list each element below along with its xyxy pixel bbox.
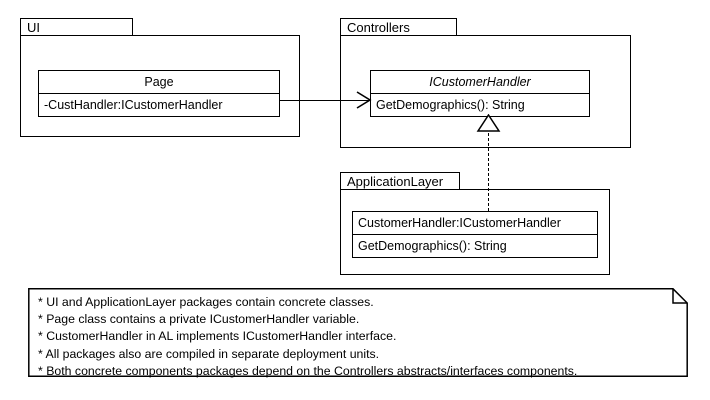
diagram-note: * UI and ApplicationLayer packages conta…: [28, 288, 688, 380]
class-customerhandler[interactable]: CustomerHandler:ICustomerHandler GetDemo…: [352, 211, 598, 258]
package-applicationlayer-tab: ApplicationLayer: [340, 172, 460, 190]
class-page-attribute: -CustHandler:ICustomerHandler: [44, 98, 223, 112]
note-text: * UI and ApplicationLayer packages conta…: [38, 294, 676, 380]
connector-realization-line: [488, 128, 489, 211]
class-customerhandler-name: CustomerHandler:ICustomerHandler: [353, 212, 597, 235]
hollow-triangle-icon: [476, 114, 501, 132]
class-page-name: Page: [39, 71, 279, 94]
note-line-4: * All packages also are compiled in sepa…: [38, 346, 380, 361]
class-icustomerhandler[interactable]: ICustomerHandler GetDemographics(): Stri…: [370, 70, 590, 117]
package-applicationlayer-label: ApplicationLayer: [347, 173, 444, 189]
note-shape: [28, 288, 688, 377]
class-customerhandler-operation: GetDemographics(): String: [358, 239, 507, 253]
package-ui-label: UI: [27, 19, 40, 35]
package-controllers-label: Controllers: [347, 19, 410, 35]
package-controllers-tab: Controllers: [340, 18, 457, 36]
class-icustomerhandler-name: ICustomerHandler: [371, 71, 589, 94]
note-line-5: * Both concrete components packages depe…: [38, 363, 578, 378]
connector-association-line: [280, 100, 370, 101]
class-icustomerhandler-operation: GetDemographics(): String: [376, 98, 525, 112]
open-arrow-icon: [356, 91, 372, 109]
note-line-3: * CustomerHandler in AL implements ICust…: [38, 329, 397, 344]
note-line-2: * Page class contains a private ICustome…: [38, 312, 360, 327]
class-page[interactable]: Page -CustHandler:ICustomerHandler: [38, 70, 280, 117]
package-ui-tab: UI: [20, 18, 133, 36]
note-line-1: * UI and ApplicationLayer packages conta…: [38, 295, 374, 309]
